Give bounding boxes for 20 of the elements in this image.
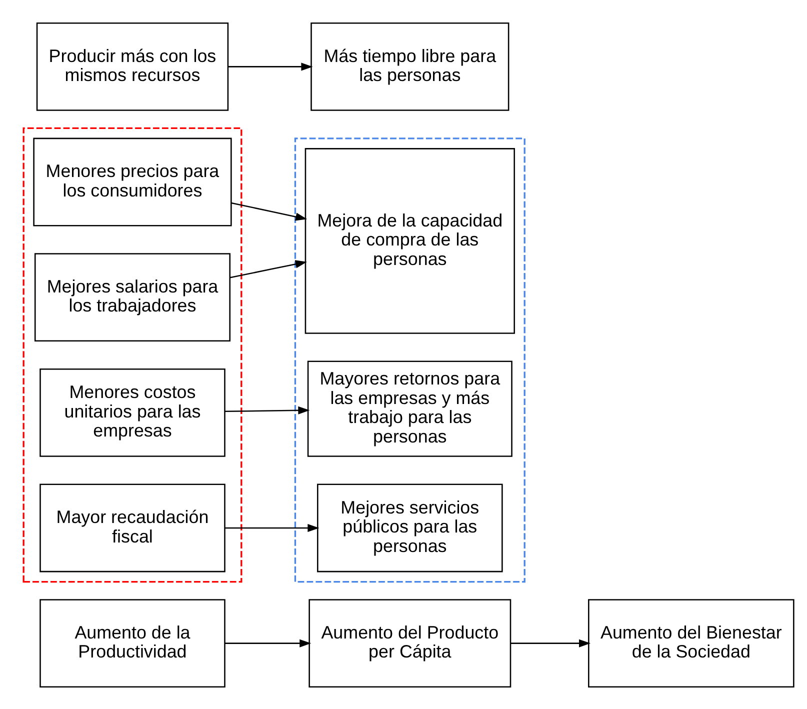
node-box: Mayores retornos para las empresas y más trabajo para las personas	[307, 360, 512, 456]
arrow	[230, 260, 307, 278]
node-box: Menores precios para los consumidores	[33, 137, 232, 226]
cluster	[22, 126, 242, 582]
arrow	[510, 638, 591, 647]
node-box: Más tiempo libre para las personas	[310, 22, 510, 110]
node-box: Menores costos unitarios para las empresas	[40, 368, 226, 456]
arrow	[224, 523, 320, 532]
node-box: Mejores servicios públicos para las personas	[317, 483, 503, 572]
node-box: Producir más con los mismos recursos	[36, 22, 229, 110]
node-box: Aumento del Producto per Cápita	[308, 598, 512, 688]
node-box: Mejores salarios para los trabajadores	[34, 252, 231, 342]
node-box: Aumento de la Productividad	[40, 598, 226, 688]
arrow	[224, 638, 312, 647]
arrow	[224, 406, 310, 414]
node-box: Mayor recaudación fiscal	[40, 483, 226, 572]
arrow	[231, 202, 308, 220]
node-box: Mejora de la capacidad de compra de las personas	[304, 148, 515, 334]
node-box: Aumento del Bienestar de la Sociedad	[588, 598, 794, 688]
arrow	[228, 62, 313, 70]
